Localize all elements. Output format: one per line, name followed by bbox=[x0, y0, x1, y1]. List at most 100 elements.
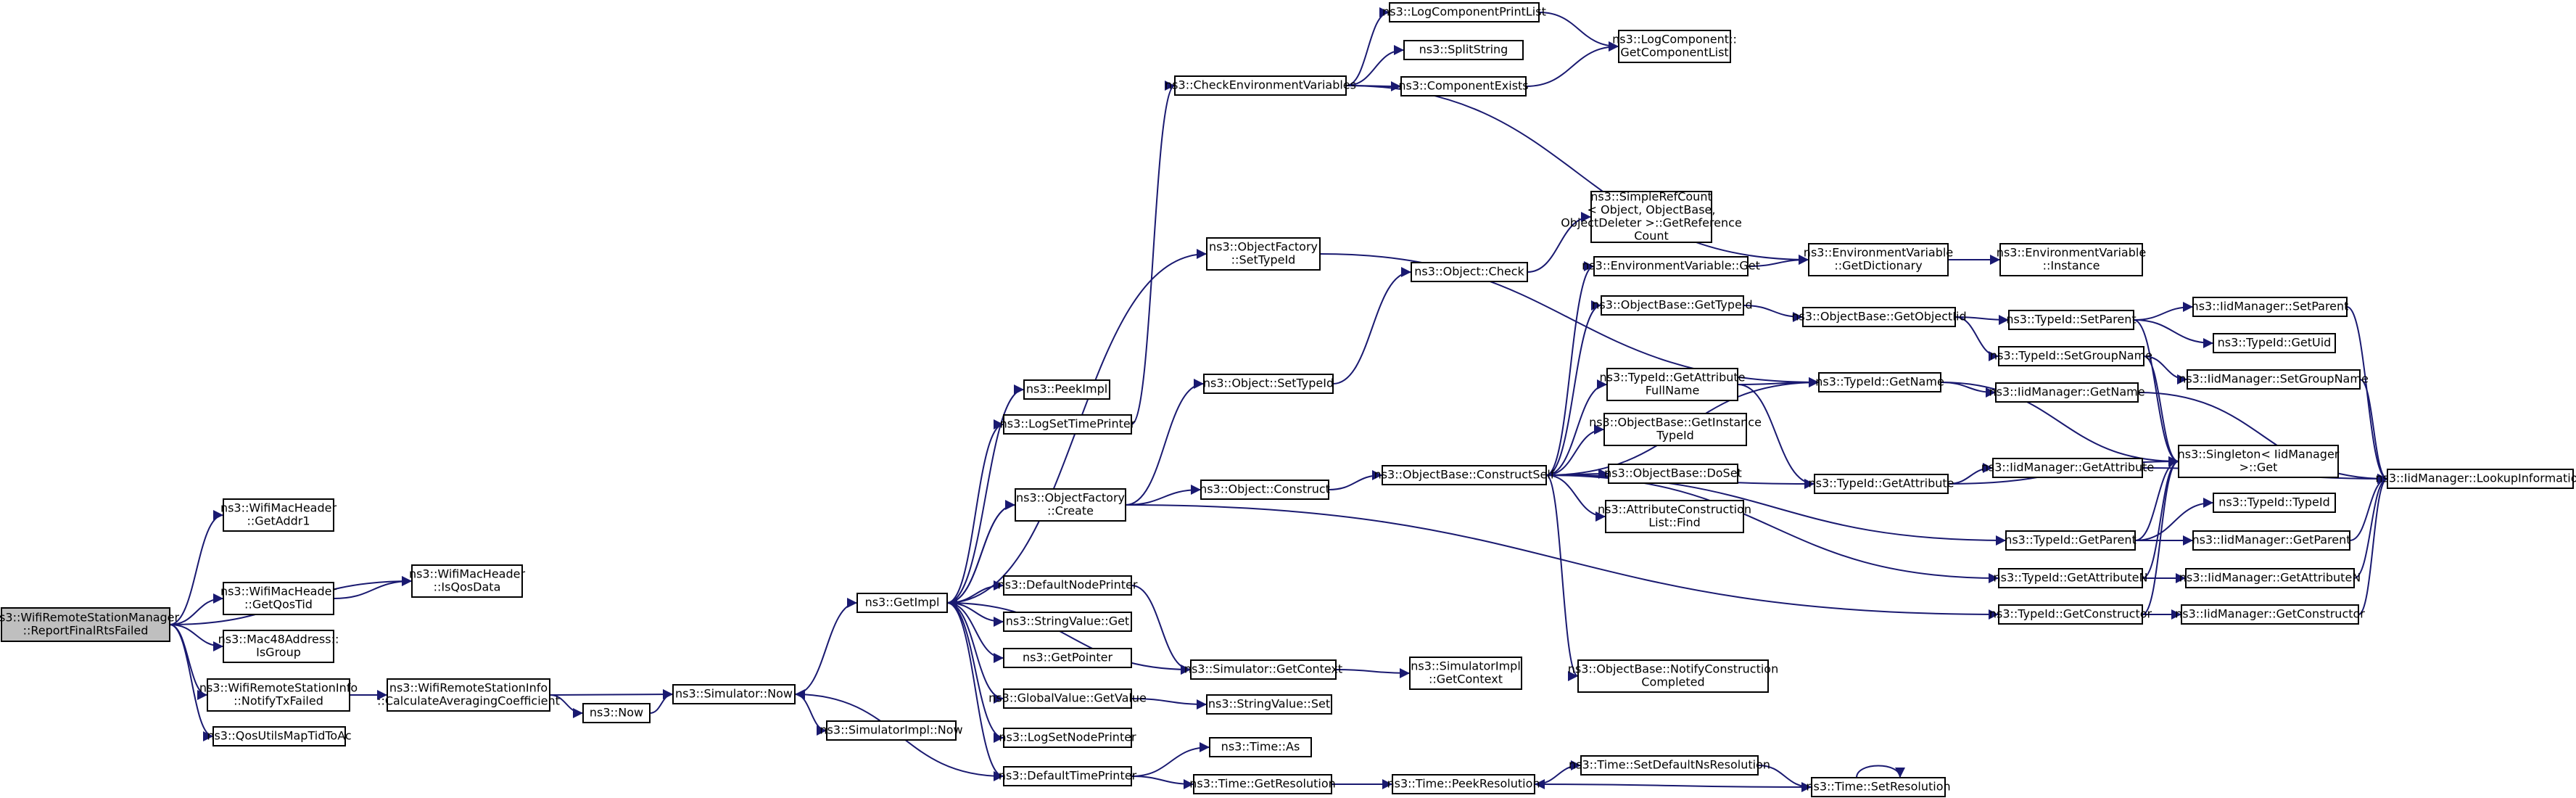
edge-typeidsetparent-to-typeidgetuid bbox=[2133, 319, 2214, 348]
node-typeidgetname[interactable]: ns3::TypeId::GetName bbox=[1815, 372, 1944, 392]
node-envvarinstance[interactable]: ns3::EnvironmentVariable::Instance bbox=[1997, 243, 2146, 276]
node-label-line: ns3::IidManager::SetGroupName bbox=[2179, 372, 2369, 386]
node-logcomponentprintlist[interactable]: ns3::LogComponentPrintList bbox=[1382, 2, 1546, 22]
node-notifyconstructioncompleted[interactable]: ns3::ObjectBase::NotifyConstructionCompl… bbox=[1568, 659, 1778, 693]
node-getcomponentlist[interactable]: ns3::LogComponent::GetComponentList bbox=[1612, 30, 1737, 63]
node-label-line: ns3::Now bbox=[590, 706, 643, 720]
node-notifytxfailed[interactable]: ns3::WifiRemoteStationInfo::NotifyTxFail… bbox=[199, 678, 358, 712]
node-getobjectiid[interactable]: ns3::ObjectBase::GetObjectIid bbox=[1791, 307, 1967, 327]
node-label-line: ::GetDictionary bbox=[1834, 259, 1922, 273]
node-iidmanagersetparent[interactable]: ns3::IidManager::SetParent bbox=[2192, 297, 2349, 317]
node-checkenv[interactable]: ns3::CheckEnvironmentVariables bbox=[1165, 75, 1356, 96]
node-objectcheck[interactable]: ns3::Object::Check bbox=[1411, 262, 1528, 282]
node-globalvaluegetvalue[interactable]: ns3::GlobalValue::GetValue bbox=[988, 688, 1147, 709]
node-stringvalueset[interactable]: ns3::StringValue::Set bbox=[1206, 694, 1332, 715]
node-iidmanagergetattribute[interactable]: ns3::IidManager::GetAttribute bbox=[1981, 458, 2155, 478]
node-box bbox=[411, 564, 523, 598]
node-box bbox=[1409, 657, 1522, 690]
node-label-line: ::CalculateAveragingCoefficient bbox=[377, 694, 560, 708]
node-qosutils[interactable]: ns3::QosUtilsMapTidToAc bbox=[207, 726, 352, 746]
node-objfactorycreate[interactable]: ns3::ObjectFactory::Create bbox=[1015, 488, 1126, 522]
node-label-line: < Object, ObjectBase, bbox=[1588, 203, 1716, 217]
node-iidmanagergetname[interactable]: ns3::IidManager::GetName bbox=[1989, 382, 2145, 403]
node-objectconstruct[interactable]: ns3::Object::Construct bbox=[1200, 480, 1330, 500]
node-componentexists[interactable]: ns3::ComponentExists bbox=[1398, 76, 1529, 96]
node-defaulttimeprinter[interactable]: ns3::DefaultTimePrinter bbox=[999, 766, 1137, 786]
node-label-line: ns3::LogSetTimePrinter bbox=[1000, 417, 1136, 431]
node-simnow[interactable]: ns3::Simulator::Now bbox=[672, 684, 796, 704]
node-objectbasegettypeid[interactable]: ns3::ObjectBase::GetTypeId bbox=[1592, 295, 1753, 316]
node-now[interactable]: ns3::Now bbox=[582, 703, 651, 723]
node-label-line: ::GetAddr1 bbox=[247, 514, 310, 528]
edge-getobjectiid-to-typeidsetparent bbox=[1954, 314, 2010, 325]
node-typeidgetuid[interactable]: ns3::TypeId::GetUid bbox=[2213, 333, 2336, 353]
edge-objfactorycreate-to-getimpl bbox=[946, 504, 1016, 608]
node-timegetresolution[interactable]: ns3::Time::GetResolution bbox=[1189, 774, 1336, 794]
node-constructself[interactable]: ns3::ObjectBase::ConstructSelf bbox=[1374, 465, 1555, 485]
edge-typeidsetparent-to-singletonget bbox=[2133, 319, 2179, 466]
node-simimplgetcontext[interactable]: ns3::SimulatorImpl::GetContext bbox=[1409, 657, 1522, 690]
edge-calcavg-to-simnow bbox=[549, 689, 674, 700]
node-label-line: ns3::Time::SetDefaultNsResolution bbox=[1569, 758, 1770, 772]
node-box bbox=[1818, 372, 1941, 392]
node-typeidgetattribute[interactable]: ns3::TypeId::GetAttribute bbox=[1808, 474, 1954, 494]
node-getpointer[interactable]: ns3::GetPointer bbox=[1003, 648, 1132, 668]
node-logsetnodeprinter[interactable]: ns3::LogSetNodePrinter bbox=[999, 728, 1136, 748]
edge-constructself-to-envvarget bbox=[1545, 261, 1595, 476]
edge-getimpl-to-globalvaluegetvalue bbox=[946, 602, 1004, 704]
node-iidmanagergetconstructor[interactable]: ns3::IidManager::GetConstructor bbox=[2175, 604, 2365, 625]
node-box bbox=[1400, 76, 1527, 96]
node-label-line: ::GetContext bbox=[1429, 672, 1503, 686]
node-defaultnodeprinter[interactable]: ns3::DefaultNodePrinter bbox=[998, 575, 1138, 596]
node-stringvalueget[interactable]: ns3::StringValue::Get bbox=[1003, 612, 1132, 632]
node-objfactorysettypeid[interactable]: ns3::ObjectFactory::SetTypeId bbox=[1206, 237, 1321, 271]
node-isgroup[interactable]: ns3::Mac48Address::IsGroup bbox=[218, 630, 339, 663]
node-simgetcontext[interactable]: ns3::Simulator::GetContext bbox=[1184, 659, 1342, 680]
node-getaddr1[interactable]: ns3::WifiMacHeader::GetAddr1 bbox=[220, 498, 337, 532]
node-box bbox=[1174, 75, 1347, 96]
node-lookupinformation[interactable]: ns3::IidManager::LookupInformation bbox=[2375, 469, 2576, 489]
node-splitstring[interactable]: ns3::SplitString bbox=[1403, 40, 1524, 60]
node-label-line: FullName bbox=[1646, 384, 1700, 398]
node-envvargetdictionary[interactable]: ns3::EnvironmentVariable::GetDictionary bbox=[1804, 243, 1953, 276]
node-typeidgetparent[interactable]: ns3::TypeId::GetParent bbox=[2005, 530, 2137, 551]
edge-objectbasegettypeid-to-getobjectiid bbox=[1743, 305, 1804, 322]
node-typeidgetconstructor[interactable]: ns3::TypeId::GetConstructor bbox=[1989, 604, 2152, 625]
node-timepeekresolution[interactable]: ns3::Time::PeekResolution bbox=[1387, 774, 1540, 794]
node-typeidsetparent[interactable]: ns3::TypeId::SetParent bbox=[2006, 310, 2137, 330]
node-simimplnow[interactable]: ns3::SimulatorImpl::Now bbox=[820, 720, 963, 741]
node-typeidgetattributen[interactable]: ns3::TypeId::GetAttributeN bbox=[1994, 568, 2148, 588]
edge-constructself-to-attrconstructionlistfind bbox=[1545, 474, 1606, 522]
node-label-line: ns3::TypeId::SetGroupName bbox=[1990, 349, 2152, 363]
node-typeidtypeid[interactable]: ns3::TypeId::TypeId bbox=[2213, 493, 2336, 513]
node-label-line: ns3::EnvironmentVariable bbox=[1997, 246, 2146, 260]
node-root[interactable]: ns3::WifiRemoteStationManager::ReportFin… bbox=[0, 607, 180, 642]
edge-getimpl-to-defaulttimeprinter bbox=[946, 602, 1004, 781]
node-setdefaultnsresolution[interactable]: ns3::Time::SetDefaultNsResolution bbox=[1569, 755, 1770, 776]
node-iidmanagergetattributen[interactable]: ns3::IidManager::GetAttributeN bbox=[2179, 568, 2361, 588]
node-box bbox=[1998, 346, 2144, 366]
node-peekimpl[interactable]: ns3::PeekImpl bbox=[1023, 379, 1110, 400]
node-envvarget[interactable]: ns3::EnvironmentVariable::Get bbox=[1582, 256, 1760, 276]
node-iidmanagergetparent[interactable]: ns3::IidManager::GetParent bbox=[2192, 530, 2351, 551]
node-calcavg[interactable]: ns3::WifiRemoteStationInfo::CalculateAve… bbox=[377, 678, 560, 712]
node-box bbox=[2387, 469, 2574, 489]
node-label-line: ns3::ObjectBase::GetTypeId bbox=[1592, 298, 1752, 312]
node-getqostid[interactable]: ns3::WifiMacHeader::GetQosTid bbox=[220, 582, 337, 615]
edge-defaulttimeprinter-to-timeas bbox=[1131, 742, 1210, 777]
node-objectsettypeid[interactable]: ns3::Object::SetTypeId bbox=[1203, 374, 1334, 394]
node-isqosdata[interactable]: ns3::WifiMacHeader::IsQosData bbox=[409, 564, 526, 598]
node-simplerefcount[interactable]: ns3::SimpleRefCount< Object, ObjectBase,… bbox=[1561, 190, 1742, 243]
node-timesetresolution[interactable]: ns3::Time::SetResolution bbox=[1806, 777, 1951, 797]
node-logsettimeprinter[interactable]: ns3::LogSetTimePrinter bbox=[1000, 414, 1136, 435]
node-iidmanagersetgroupname[interactable]: ns3::IidManager::SetGroupName bbox=[2179, 369, 2369, 390]
node-timeas[interactable]: ns3::Time::As bbox=[1209, 737, 1312, 757]
node-getimpl[interactable]: ns3::GetImpl bbox=[856, 593, 948, 613]
node-objectbasedoset[interactable]: ns3::ObjectBase::DoSet bbox=[1604, 464, 1742, 484]
node-typeidsetgroupname[interactable]: ns3::TypeId::SetGroupName bbox=[1990, 346, 2152, 366]
node-singletonget[interactable]: ns3::Singleton< IidManager>::Get bbox=[2178, 445, 2340, 478]
edge-getattributefullname-to-typeidgetname bbox=[1737, 377, 1820, 388]
